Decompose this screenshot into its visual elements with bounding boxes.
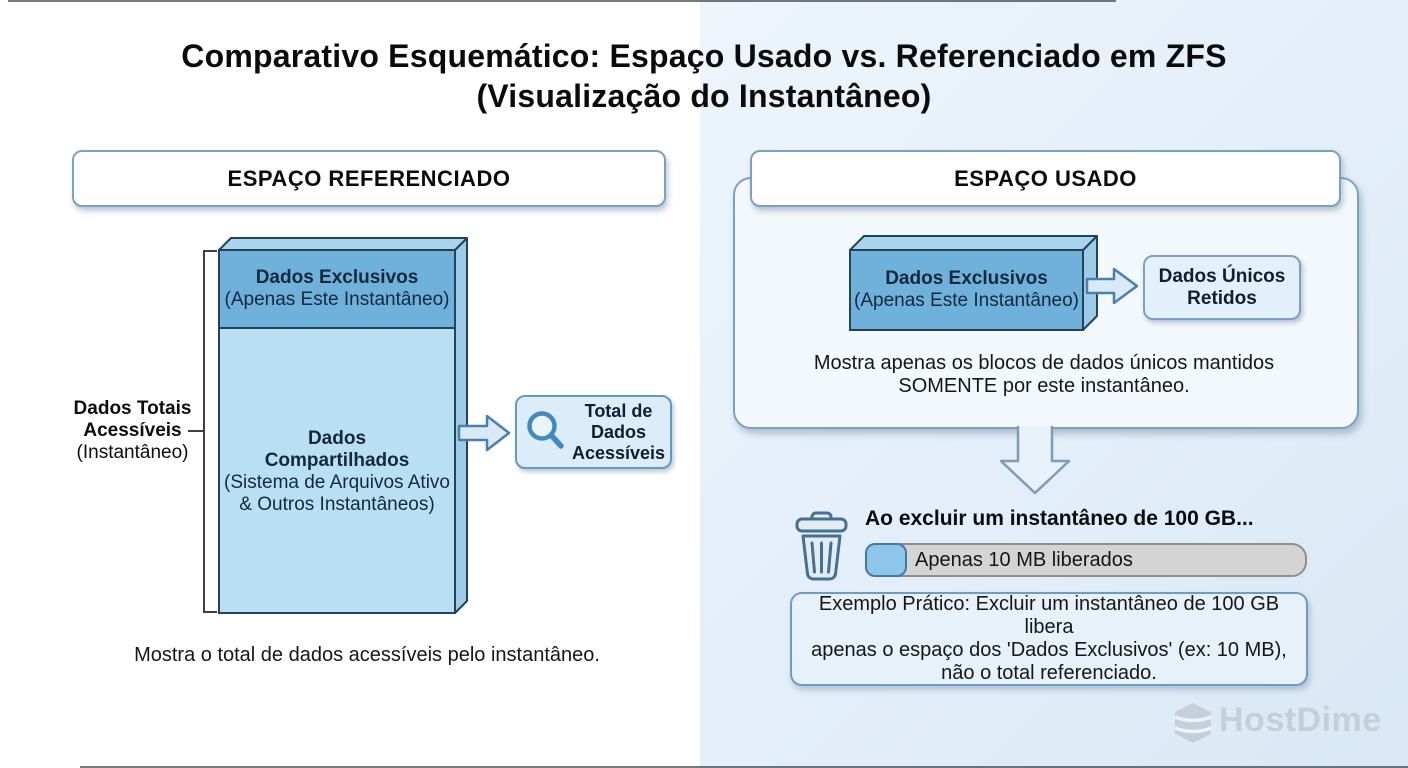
exclusive-data-block-left-subtitle: (Apenas Este Instantâneo) bbox=[224, 289, 450, 310]
unique-retained-data-box: Dados Únicos Retidos bbox=[1143, 255, 1301, 320]
freed-space-progress-fill bbox=[865, 543, 907, 577]
total-accessible-line-3: Acessíveis bbox=[571, 442, 666, 463]
hostdime-logo-text: HostDime bbox=[1219, 701, 1382, 739]
screen-edge-line-bottom bbox=[80, 766, 1408, 768]
practical-example-box: Exemplo Prático: Excluir um instantâneo … bbox=[790, 592, 1308, 686]
used-space-description-line-2: SOMENTE por este instantâneo. bbox=[898, 375, 1190, 397]
shared-data-block-subtitle-1: (Sistema de Arquivos Ativo bbox=[224, 471, 450, 493]
shared-data-block-title-2: Compartilhados bbox=[264, 449, 410, 471]
used-space-header: ESPAÇO USADO bbox=[750, 150, 1341, 207]
freed-space-progress-bar: Apenas 10 MB liberados bbox=[865, 543, 1307, 577]
page-title-line-2: (Visualização do Instantâneo) bbox=[476, 78, 932, 114]
magnifier-icon bbox=[527, 411, 564, 449]
referenced-arrow-icon bbox=[457, 414, 511, 452]
exclusive-data-block-right-subtitle: (Apenas Este Instantâneo) bbox=[854, 290, 1079, 311]
shared-data-block: Dados Compartilhados (Sistema de Arquivo… bbox=[219, 330, 455, 613]
page-title: Comparativo Esquemático: Espaço Usado vs… bbox=[0, 36, 1408, 116]
total-accessible-label-line-1: Dados Totais bbox=[73, 398, 192, 419]
used-space-description-line-1: Mostra apenas os blocos de dados únicos … bbox=[813, 352, 1275, 374]
referenced-space-header-label: ESPAÇO REFERENCIADO bbox=[227, 165, 511, 191]
unique-retained-line-1: Dados Únicos bbox=[1158, 265, 1286, 287]
total-accessible-data-box-label: Total de Dados Acessíveis bbox=[567, 401, 670, 464]
total-accessible-label-sub: (Instantâneo) bbox=[76, 442, 189, 463]
delete-snapshot-headline: Ao excluir um instantâneo de 100 GB... bbox=[865, 507, 1254, 530]
freed-space-progress-label: Apenas 10 MB liberados bbox=[915, 549, 1133, 571]
total-accessible-data-box: Total de Dados Acessíveis bbox=[515, 395, 672, 469]
shared-data-block-title-1: Dados bbox=[307, 427, 367, 449]
exclusive-data-block-right: Dados Exclusivos (Apenas Este Instantâne… bbox=[850, 252, 1083, 328]
used-space-header-label: ESPAÇO USADO bbox=[954, 165, 1137, 191]
shared-data-block-subtitle-2: & Outros Instantâneos) bbox=[239, 493, 435, 515]
unique-retained-line-2: Retidos bbox=[1187, 287, 1257, 309]
used-space-description: Mostra apenas os blocos de dados únicos … bbox=[733, 352, 1355, 398]
exclusive-data-block-left-title: Dados Exclusivos bbox=[255, 267, 419, 288]
total-accessible-line-1: Total de bbox=[584, 400, 653, 421]
total-accessible-label: Dados Totais Acessíveis (Instantâneo) bbox=[60, 398, 205, 464]
total-accessible-label-line-2: Acessíveis bbox=[83, 420, 182, 441]
exclusive-data-block-left: Dados Exclusivos (Apenas Este Instantâne… bbox=[219, 252, 455, 326]
practical-example-line-3: não o total referenciado. bbox=[941, 662, 1157, 684]
page-title-line-1: Comparativo Esquemático: Espaço Usado vs… bbox=[181, 38, 1227, 74]
referenced-space-header: ESPAÇO REFERENCIADO bbox=[72, 150, 666, 207]
practical-example-line-1: Exemplo Prático: Excluir um instantâneo … bbox=[818, 593, 1280, 638]
practical-example-line-2: apenas o espaço dos 'Dados Exclusivos' (… bbox=[811, 639, 1287, 661]
total-accessible-line-2: Dados bbox=[590, 421, 646, 442]
exclusive-data-block-right-title: Dados Exclusivos bbox=[885, 268, 1048, 289]
referenced-caption: Mostra o total de dados acessíveis pelo … bbox=[134, 644, 600, 666]
screen-edge-line-top bbox=[8, 0, 1116, 2]
